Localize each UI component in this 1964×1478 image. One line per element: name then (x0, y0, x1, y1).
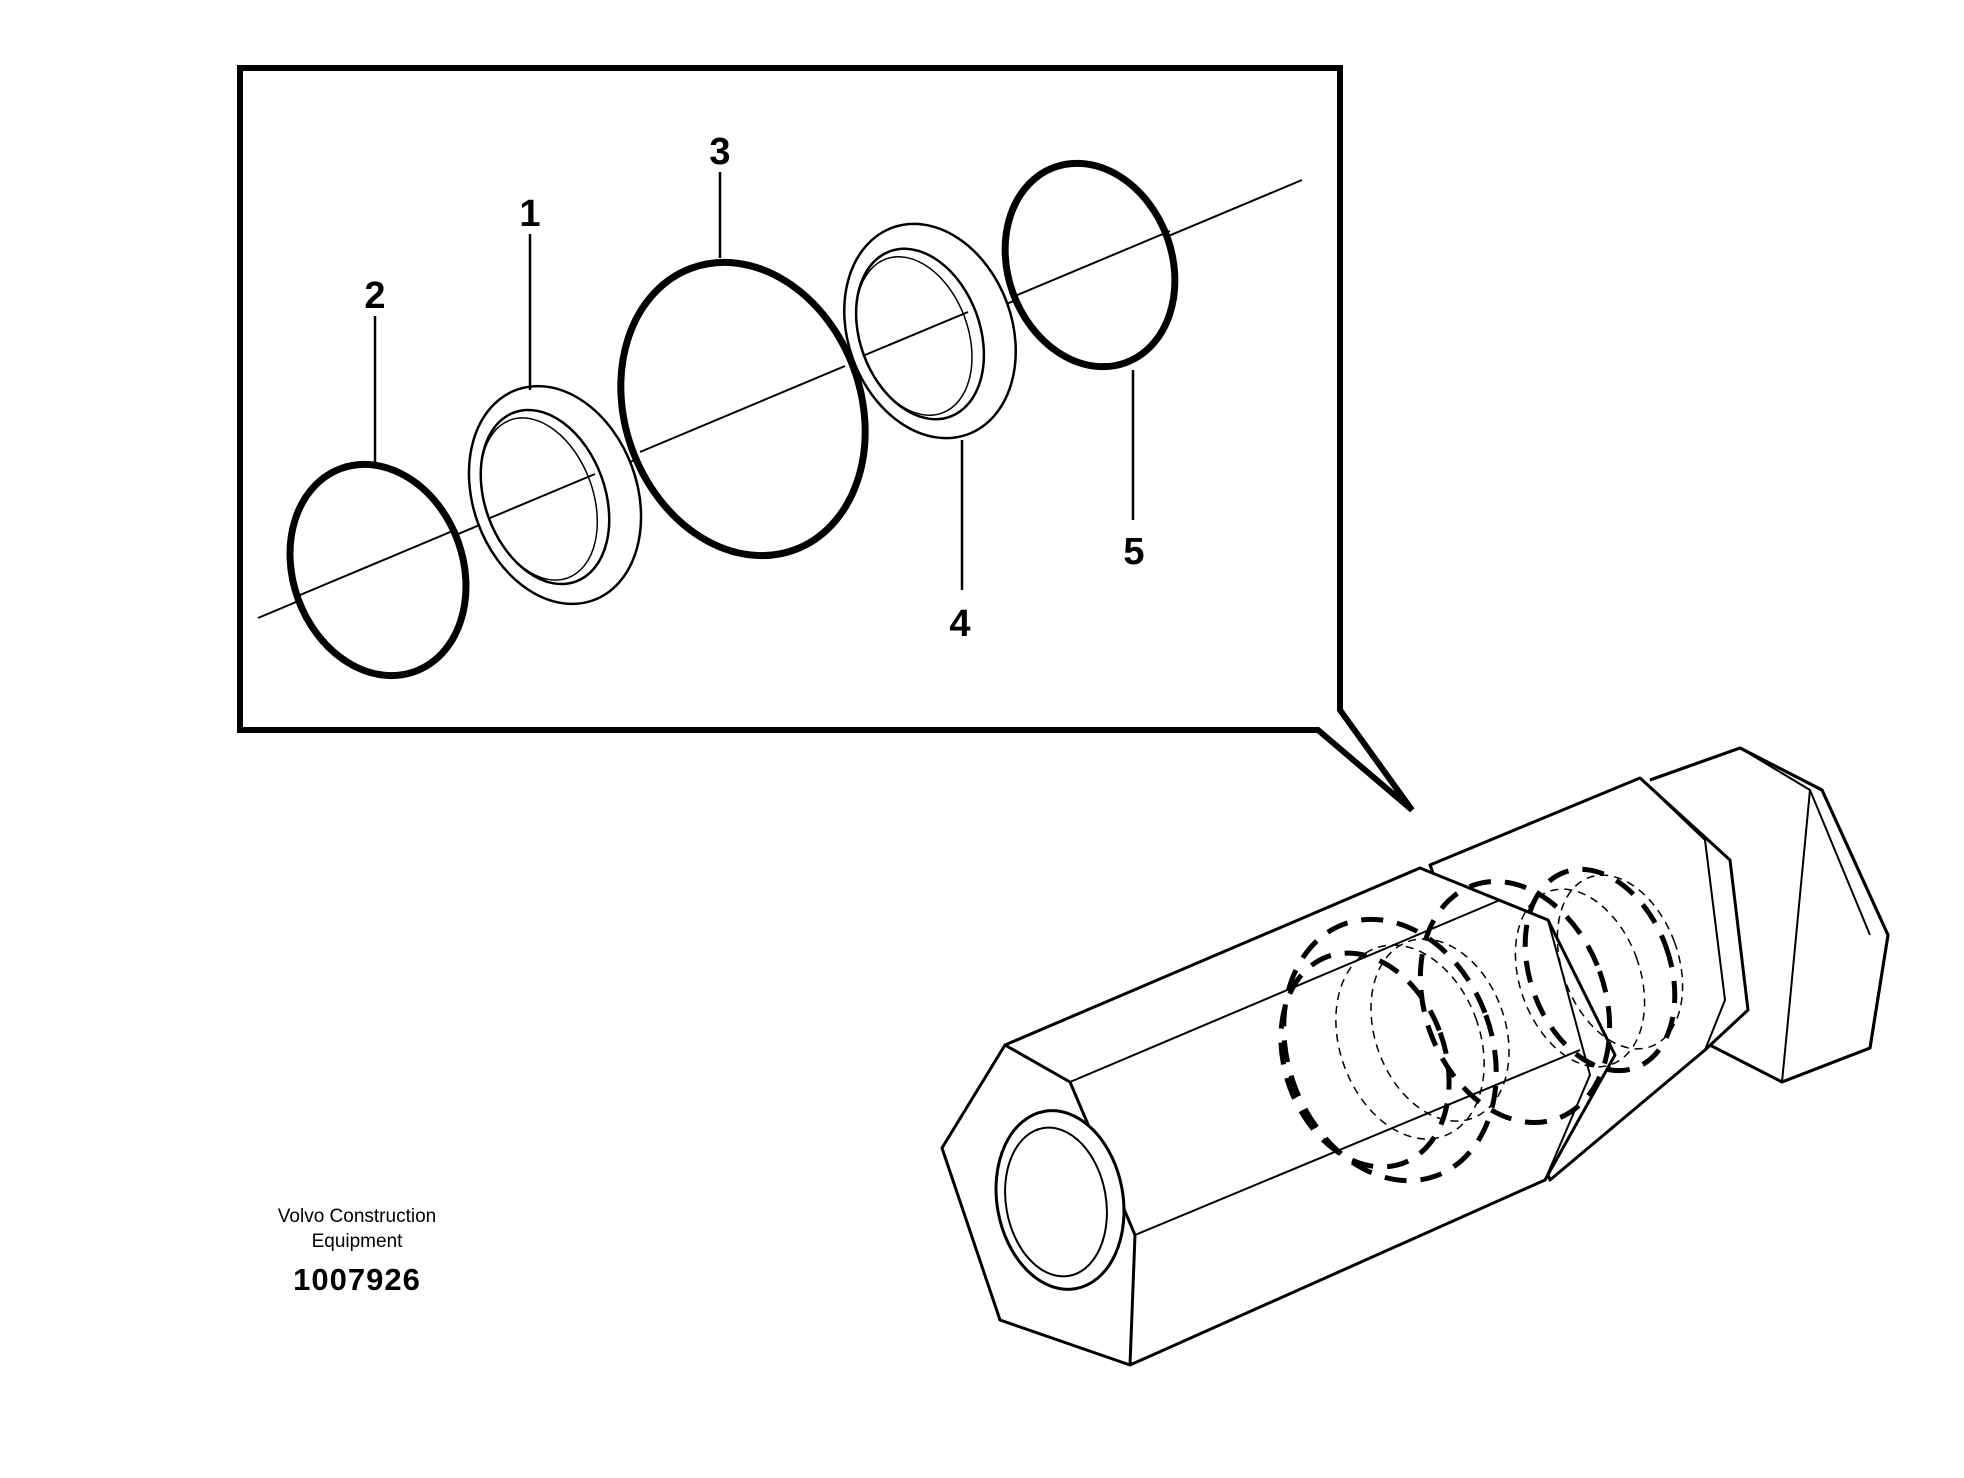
callout-number-4: 4 (949, 603, 970, 645)
backup-ring-part-4 (843, 222, 1017, 440)
callout-frame (237, 65, 1415, 813)
callout-number-3: 3 (709, 131, 730, 173)
callout-number-2: 2 (364, 275, 385, 317)
brand-line-2: Equipment (311, 1231, 403, 1252)
callout-number-1: 1 (519, 193, 540, 235)
hydraulic-fitting (940, 746, 1890, 1367)
brand-label: Volvo Construction Equipment (232, 1204, 482, 1254)
backup-ring-part-1 (467, 384, 643, 606)
document-number: 1007926 (293, 1262, 421, 1297)
o-ring-part-5 (1001, 159, 1179, 371)
o-ring-part-2 (286, 460, 470, 680)
brand-line-1: Volvo Construction (277, 1206, 437, 1227)
o-ring-part-3 (617, 258, 869, 560)
callout-number-5: 5 (1123, 531, 1144, 573)
